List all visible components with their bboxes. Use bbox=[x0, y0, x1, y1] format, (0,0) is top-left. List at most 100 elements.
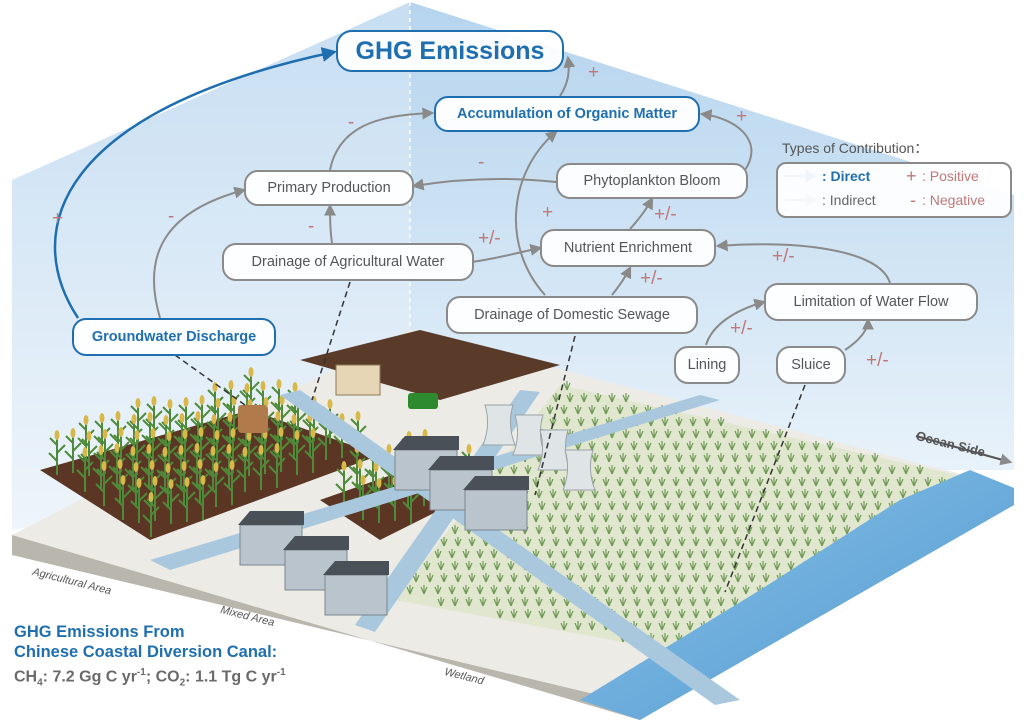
grass-tuft bbox=[818, 501, 826, 511]
grass-tuft bbox=[748, 429, 756, 439]
grass-tuft bbox=[538, 537, 546, 547]
grass-tuft bbox=[577, 525, 585, 535]
grass-tuft bbox=[619, 597, 627, 607]
pointer-groundwater bbox=[174, 354, 246, 406]
grass-tuft bbox=[734, 429, 742, 439]
grass-tuft bbox=[812, 513, 820, 523]
building-body bbox=[464, 489, 528, 531]
crop-tassel bbox=[228, 380, 234, 390]
grass-tuft bbox=[602, 405, 610, 415]
sign-phyto-to-pp: - bbox=[478, 152, 485, 173]
grass-tuft bbox=[658, 549, 666, 559]
grass-tuft bbox=[703, 597, 711, 607]
co2-value: : 1.1 Tg C yr bbox=[185, 668, 277, 686]
crop-tassel bbox=[327, 399, 333, 409]
grass-tuft bbox=[440, 537, 448, 547]
crop-tassel bbox=[101, 461, 107, 471]
grass-tuft bbox=[644, 549, 652, 559]
grass-tuft bbox=[882, 477, 890, 487]
grass-tuft bbox=[619, 561, 627, 571]
grass-tuft bbox=[546, 549, 554, 559]
grass-tuft bbox=[552, 501, 560, 511]
arrow-gw-to-ghg bbox=[53, 47, 337, 319]
grass-tuft bbox=[717, 597, 725, 607]
grass-tuft bbox=[678, 465, 686, 475]
crop-tassel bbox=[195, 411, 201, 421]
grass-tuft bbox=[762, 537, 770, 547]
grass-tuft bbox=[717, 525, 725, 535]
grass-tuft bbox=[588, 513, 596, 523]
grass-tuft bbox=[773, 453, 781, 463]
grass-tuft bbox=[773, 489, 781, 499]
grass-tuft bbox=[602, 585, 610, 595]
grass-tuft bbox=[437, 561, 445, 571]
ocean bbox=[580, 470, 1014, 720]
grass-tuft bbox=[661, 633, 669, 643]
crop-tassel bbox=[291, 414, 297, 424]
grass-tuft bbox=[700, 441, 708, 451]
crop-stalk bbox=[108, 450, 126, 488]
grass-tuft bbox=[588, 441, 596, 451]
crop-stalk bbox=[130, 485, 148, 523]
grass-tuft bbox=[692, 501, 700, 511]
crop-tassel bbox=[86, 431, 92, 441]
grass-tuft bbox=[420, 585, 428, 595]
grass-tuft bbox=[493, 561, 501, 571]
crop-stalk bbox=[64, 435, 82, 473]
grass-tuft bbox=[594, 465, 602, 475]
grass-tuft bbox=[720, 501, 728, 511]
grass-tuft bbox=[829, 525, 837, 535]
grass-tuft bbox=[580, 573, 588, 583]
grass-tuft bbox=[678, 537, 686, 547]
node-primary-production: Primary Production bbox=[244, 170, 414, 206]
crop-tassel bbox=[146, 444, 152, 454]
grass-tuft bbox=[535, 597, 543, 607]
grass-tuft bbox=[731, 597, 739, 607]
grass-tuft bbox=[616, 405, 624, 415]
grass-tuft bbox=[616, 549, 624, 559]
crop-stalk bbox=[301, 419, 319, 457]
grass-tuft bbox=[510, 609, 518, 619]
grass-tuft bbox=[605, 561, 613, 571]
grass-tuft bbox=[507, 561, 515, 571]
grass-tuft bbox=[451, 561, 459, 571]
crop-tassel bbox=[162, 447, 168, 457]
grass-tuft bbox=[560, 513, 568, 523]
crop-tassel bbox=[182, 429, 188, 439]
crop-tassel bbox=[292, 382, 298, 392]
grass-tuft bbox=[902, 465, 910, 475]
grass-tuft bbox=[549, 597, 557, 607]
crop-stalk bbox=[162, 486, 180, 524]
grass-tuft bbox=[622, 573, 630, 583]
grass-tuft bbox=[496, 573, 504, 583]
crop-tassel bbox=[152, 476, 158, 486]
grass-tuft bbox=[661, 597, 669, 607]
legend-title: Types of Contribution： bbox=[782, 140, 929, 156]
grass-tuft bbox=[616, 441, 624, 451]
crop-stalk bbox=[221, 419, 239, 457]
grass-tuft bbox=[731, 525, 739, 535]
grass-tuft bbox=[899, 489, 907, 499]
grass-tuft bbox=[826, 477, 834, 487]
grass-tuft bbox=[717, 453, 725, 463]
grass-tuft bbox=[574, 513, 582, 523]
grass-tuft bbox=[664, 573, 672, 583]
grass-tuft bbox=[762, 501, 770, 511]
node-drainage-agricultural-water: Drainage of Agricultural Water bbox=[222, 243, 474, 281]
crop-tassel bbox=[227, 412, 233, 422]
crop-stalk bbox=[286, 389, 304, 427]
grass-tuft bbox=[479, 597, 487, 607]
pump-station bbox=[335, 364, 381, 396]
tractor bbox=[408, 393, 438, 409]
grass-tuft bbox=[818, 537, 826, 547]
grass-tuft bbox=[622, 429, 630, 439]
crop-tassel bbox=[278, 427, 284, 437]
cooling-tower bbox=[512, 414, 546, 456]
sign-gw-to-ghg: + bbox=[52, 208, 64, 229]
grass-tuft bbox=[728, 585, 736, 595]
legend-positive-label: : Positive bbox=[922, 168, 979, 184]
canal-north bbox=[355, 390, 540, 632]
crop-tassel bbox=[215, 398, 221, 408]
grass-tuft bbox=[577, 417, 585, 427]
grass-tuft bbox=[658, 585, 666, 595]
